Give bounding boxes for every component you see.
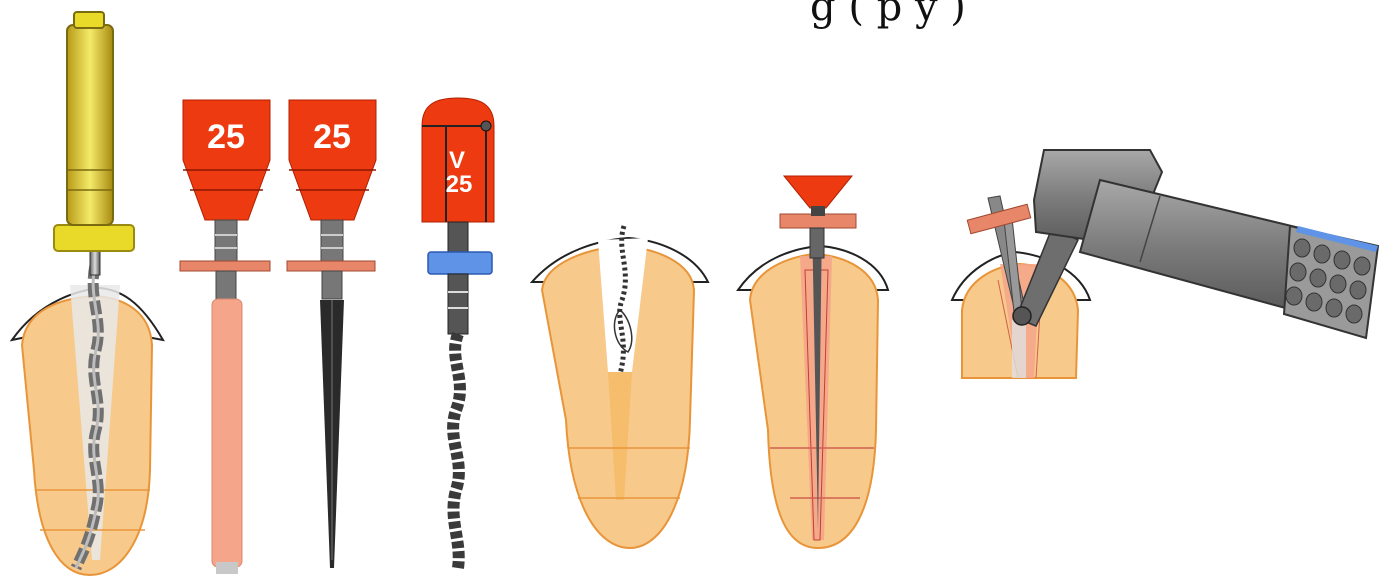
file-shaft-pink	[212, 299, 242, 567]
size-label: 25	[313, 118, 351, 156]
stopper	[180, 261, 270, 271]
tooth-with-reamer	[12, 12, 163, 575]
twisted-file-blade	[453, 334, 460, 568]
file-c: V 25	[422, 98, 494, 568]
blue-stop	[428, 252, 492, 274]
header-text-fragment: g ( p y )	[810, 0, 966, 30]
tooth-with-broach	[532, 226, 708, 548]
file-a: 25	[180, 100, 270, 574]
yellow-handle	[67, 25, 113, 225]
series-label: V	[449, 147, 465, 174]
rubber-stop	[54, 225, 134, 251]
size-label: 25	[207, 118, 245, 156]
tooth-with-cone	[738, 176, 888, 548]
stopper	[780, 214, 856, 228]
size-label: 25	[446, 171, 473, 198]
tooth-with-handpiece	[952, 150, 1378, 378]
file-b: 25	[287, 100, 376, 568]
stopper	[287, 261, 375, 271]
handpiece-body	[1080, 180, 1300, 312]
red-cone-handle	[784, 176, 852, 208]
